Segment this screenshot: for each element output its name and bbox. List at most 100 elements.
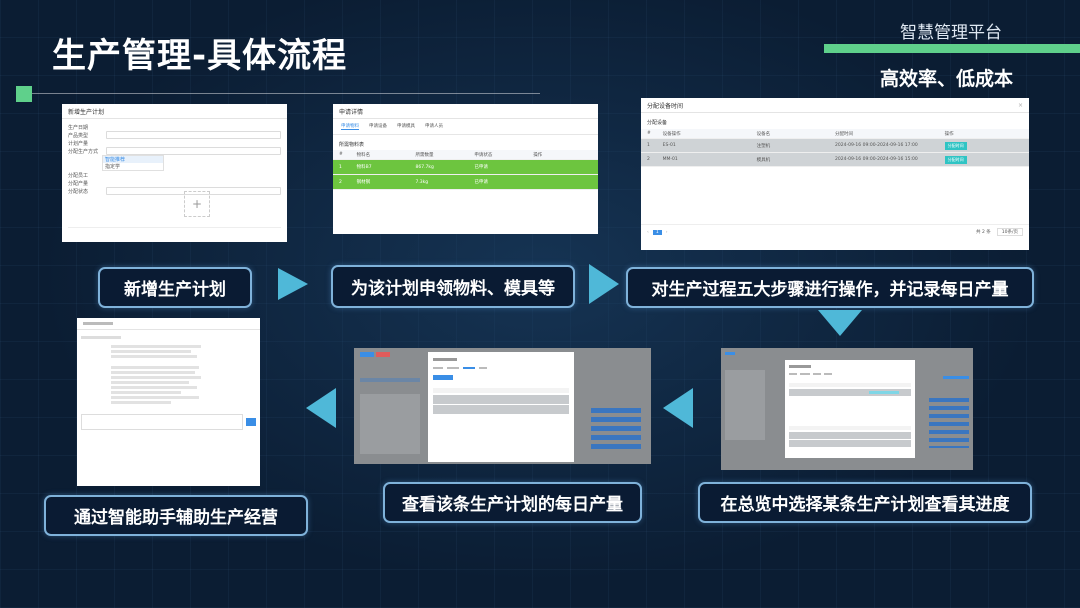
screenshot-new-plan-form: 新增生产计划 生产日期 产品类型 计划产量 分配生产方式 智能推荐 指定学 分配… [62, 104, 287, 242]
tab-materials[interactable]: 申请物料 [341, 124, 359, 130]
send-button[interactable] [246, 418, 256, 426]
dialog-action-button[interactable] [433, 375, 453, 380]
title-corner-accent [16, 86, 32, 102]
progress-dialog [785, 360, 915, 458]
title-underline [32, 93, 540, 94]
step-label: 在总览中选择某条生产计划查看其进度 [720, 495, 1010, 515]
screenshot-smart-assistant [77, 318, 260, 486]
step-label: 查看该条生产计划的每日产量 [402, 495, 623, 515]
step-daily-production: 查看该条生产计划的每日产量 [383, 482, 642, 523]
cell: 867.7kg [415, 164, 434, 170]
cell: ES-01 [662, 143, 676, 148]
table-header: # 设备操作 设备名 分配时间 操作 [641, 129, 1029, 139]
cell: 2024-09-16 09:00-2024-09-16 17:00 [835, 143, 918, 148]
dialog-title: 分配设备时间 [647, 102, 684, 110]
table-row[interactable]: 1 物料B7 867.7kg 已申请 [333, 160, 598, 175]
cell: 7.3kg [415, 179, 429, 185]
page-title: 生产管理-具体流程 [52, 36, 348, 76]
status-select[interactable] [106, 187, 281, 195]
arrow-left-icon [663, 388, 693, 428]
close-icon[interactable]: × [1017, 101, 1023, 109]
column-header: 操作 [533, 152, 543, 158]
dropdown-option[interactable]: 智能推荐 [103, 156, 163, 163]
cell: MM-01 [662, 157, 678, 162]
cell: 2 [647, 157, 650, 162]
cell: 1 [647, 143, 650, 148]
step-overview-progress: 在总览中选择某条生产计划查看其进度 [698, 482, 1032, 523]
cell: 注塑机 [756, 143, 771, 149]
page-size-select[interactable]: 10条/页 [996, 228, 1023, 236]
column-header: 操作 [944, 131, 954, 137]
column-header: # [339, 152, 343, 157]
field-label: 分配产量 [68, 180, 89, 187]
table-row[interactable] [433, 395, 569, 404]
dialog-title: 新增生产计划 [68, 108, 105, 116]
step-five-steps: 对生产过程五大步骤进行操作，并记录每日产量 [626, 267, 1034, 308]
table-header: # 物料名 所需数量 申请状态 操作 [333, 150, 598, 160]
column-header: 设备操作 [662, 131, 681, 137]
chat-input[interactable] [81, 414, 243, 430]
tab-molds[interactable]: 申请模具 [397, 124, 415, 129]
table-row[interactable] [433, 405, 569, 414]
table-row[interactable]: 2 MM-01 模具机 2024-09-16 09:00-2024-09-16 … [641, 153, 1029, 167]
section-title: 分配设备 [647, 120, 668, 126]
table-row[interactable] [789, 389, 911, 396]
screenshot-equipment-allocation: 分配设备时间 × 分配设备 # 设备操作 设备名 分配时间 操作 1 ES-01 … [641, 98, 1029, 250]
step-label: 对生产过程五大步骤进行操作，并记录每日产量 [651, 280, 1009, 300]
column-header: 物料名 [356, 152, 371, 158]
column-header: 所需数量 [415, 152, 434, 158]
column-header: 申请状态 [474, 152, 493, 158]
cell: 物料B7 [356, 165, 372, 170]
step-apply-materials: 为该计划申领物料、模具等 [331, 265, 575, 308]
arrow-left-icon [306, 388, 336, 428]
step-smart-assistant: 通过智能助手辅助生产经营 [44, 495, 308, 536]
table-row[interactable]: 2 钢材钢 7.3kg 已申请 [333, 175, 598, 190]
step-label: 通过智能助手辅助生产经营 [74, 508, 278, 528]
table-row[interactable] [789, 432, 911, 439]
pager-page-1[interactable]: 1 [652, 229, 662, 235]
dialog-title: 申请详情 [339, 108, 364, 116]
cell: 已申请 [474, 165, 488, 170]
screenshot-overview-progress [721, 348, 973, 470]
screenshot-application-details: 申请详情 申请物料 申请设备 申请模具 申请人员 所需物料表 # 物料名 所需数… [333, 104, 598, 234]
product-type-select[interactable] [106, 131, 281, 139]
cell: 2024-09-16 09:00-2024-09-16 15:00 [835, 157, 918, 162]
step-new-plan: 新增生产计划 [98, 267, 252, 308]
brand-name: 智慧管理平台 [900, 23, 1002, 43]
field-label: 分配状态 [68, 188, 89, 195]
allocate-time-button[interactable]: 分配时间 [944, 155, 967, 164]
step-label: 新增生产计划 [124, 280, 226, 300]
cell: 钢材钢 [356, 180, 371, 185]
arrow-right-icon [278, 268, 308, 300]
arrow-right-icon [589, 264, 619, 304]
slogan: 高效率、低成本 [880, 68, 1014, 90]
field-label: 产品类型 [68, 132, 89, 139]
arrow-down-icon [818, 310, 862, 336]
brand-accent-bar [824, 44, 1080, 53]
tab-staff[interactable]: 申请人员 [425, 124, 443, 129]
field-label: 分配生产方式 [68, 148, 99, 155]
step-label: 为该计划申领物料、模具等 [351, 279, 555, 299]
pager-total: 共 2 条 [976, 230, 991, 235]
field-label: 计划产量 [68, 140, 89, 147]
method-select[interactable] [106, 147, 281, 155]
column-header: 分配时间 [835, 131, 853, 137]
cell: 2 [339, 179, 342, 185]
pager-prev[interactable]: ‹ [647, 229, 649, 235]
screenshot-daily-production [354, 348, 651, 464]
table-row[interactable] [789, 440, 911, 447]
allocate-time-button[interactable]: 分配时间 [944, 141, 967, 150]
section-title: 所需物料表 [339, 142, 365, 148]
pager-next[interactable]: › [665, 229, 668, 235]
upload-plus-button[interactable]: + [184, 191, 210, 217]
tab-devices[interactable]: 申请设备 [369, 124, 387, 129]
dropdown-option[interactable]: 指定学 [105, 164, 121, 170]
field-label: 生产日期 [68, 124, 89, 131]
cell: 模具机 [756, 157, 771, 163]
table-row[interactable]: 1 ES-01 注塑机 2024-09-16 09:00-2024-09-16 … [641, 139, 1029, 153]
column-header: # [647, 131, 651, 136]
cell: 已申请 [474, 180, 488, 185]
field-label: 分配员工 [68, 172, 89, 179]
daily-production-dialog [428, 352, 574, 462]
cell: 1 [339, 164, 342, 170]
